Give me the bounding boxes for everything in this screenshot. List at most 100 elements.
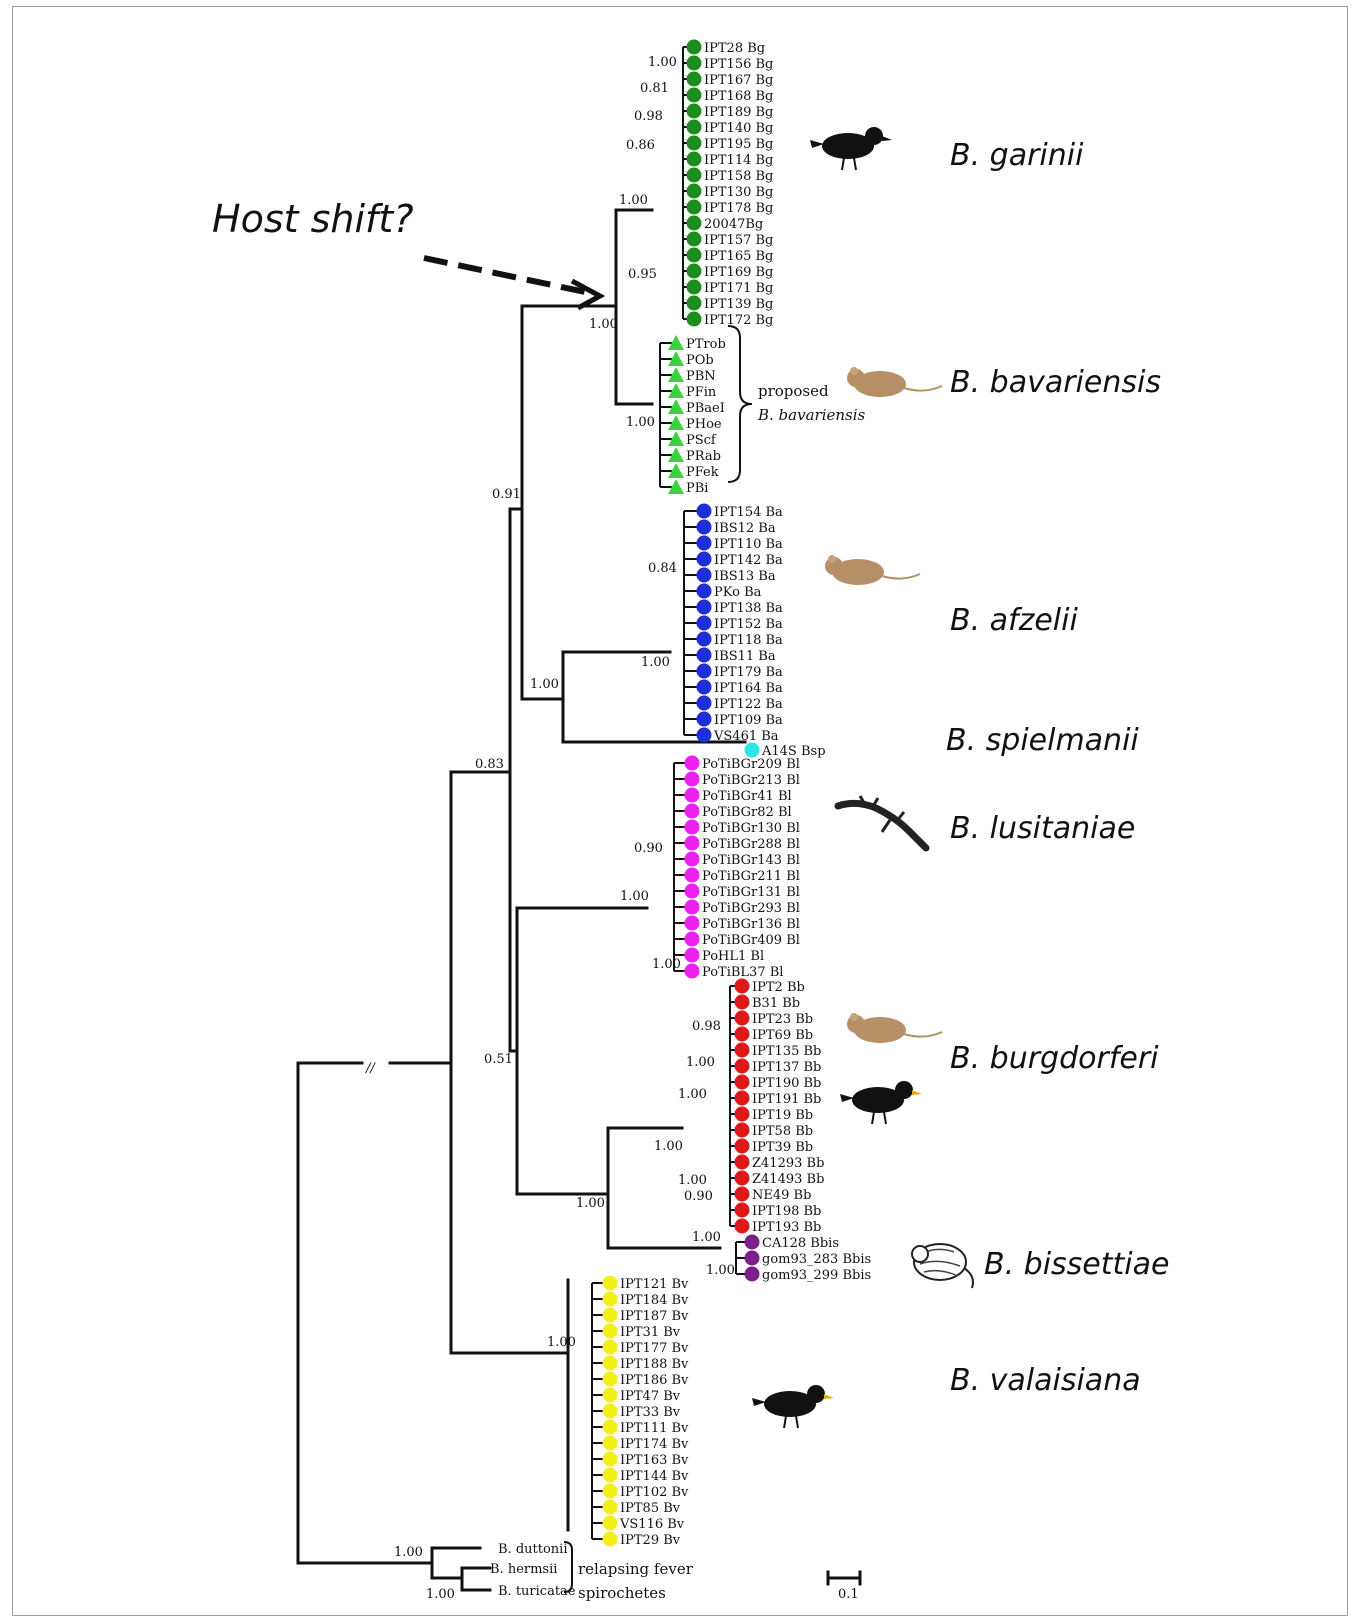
leaf-marker-valaisiana [603, 1468, 618, 1483]
leaf-marker-valaisiana [603, 1436, 618, 1451]
leaf-label: PoTiBGr409 Bl [702, 933, 800, 948]
bird-icon [810, 127, 892, 170]
leaf-label: IPT198 Bb [752, 1204, 821, 1219]
leaf-marker-garinii [687, 56, 702, 71]
leaf-label: IPT135 Bb [752, 1044, 821, 1059]
leaf-label: PFin [686, 385, 717, 400]
support-value: 0.90 [634, 841, 663, 856]
leaf-marker-bissettiae [745, 1235, 760, 1250]
leaf-label: IBS11 Ba [714, 649, 776, 664]
leaf-label: PoTiBGr293 Bl [702, 901, 800, 916]
leaf-marker-bissettiae [745, 1251, 760, 1266]
support-value: 1.00 [648, 55, 677, 70]
leaf-marker-afzelii [697, 584, 712, 599]
leaf-marker-afzelii [697, 696, 712, 711]
leaf-marker-afzelii [697, 568, 712, 583]
support-value: 1.00 [589, 317, 618, 332]
leaf-marker-valaisiana [603, 1372, 618, 1387]
leaf-marker-garinii [687, 104, 702, 119]
support-value: 0.81 [640, 81, 669, 96]
leaf-marker-burgdorferi [735, 995, 750, 1010]
support-value: 1.00 [426, 1587, 455, 1602]
leaf-label: PoTiBGr130 Bl [702, 821, 800, 836]
proposed-name-label: B. bavariensis [757, 406, 866, 424]
mouse-icon [825, 555, 920, 585]
leaf-marker-burgdorferi [735, 1219, 750, 1234]
support-value: 1.00 [530, 677, 559, 692]
leaf-marker-lusitaniae [685, 948, 700, 963]
leaf-marker-afzelii [697, 552, 712, 567]
leaf-label: CA128 Bbis [762, 1236, 839, 1251]
support-value: 0.86 [626, 138, 655, 153]
leaf-marker-lusitaniae [685, 900, 700, 915]
leaf-marker-garinii [687, 136, 702, 151]
leaf-label: IPT186 Bv [620, 1373, 689, 1388]
leaf-marker-garinii [687, 184, 702, 199]
leaf-marker-afzelii [697, 632, 712, 647]
leaf-label: PRab [686, 449, 721, 464]
leaf-label: IPT179 Ba [714, 665, 783, 680]
leaf-label: IPT191 Bb [752, 1092, 821, 1107]
leaf-marker-afzelii [697, 536, 712, 551]
leaf-label: IPT154 Ba [714, 505, 783, 520]
leaf-label: IPT121 Bv [620, 1277, 689, 1292]
leaf-marker-lusitaniae [685, 884, 700, 899]
leaf-marker-spielmanii [745, 743, 760, 758]
leaf-marker-lusitaniae [685, 772, 700, 787]
clade-name-burgdorferi: B. burgdorferi [950, 1041, 1159, 1076]
clade-name-valaisiana: B. valaisiana [950, 1363, 1141, 1398]
leaf-label: PBN [686, 369, 716, 384]
leaf-label: gom93_299 Bbis [762, 1268, 871, 1283]
leaf-label: PBaeI [686, 401, 725, 416]
leaf-label: IPT165 Bg [704, 249, 773, 264]
leaf-marker-burgdorferi [735, 1043, 750, 1058]
clade-name-afzelii: B. afzelii [950, 603, 1078, 638]
support-value: 1.00 [626, 415, 655, 430]
leaf-label: PoTiBGr288 Bl [702, 837, 800, 852]
leaf-label: PoTiBL37 Bl [702, 965, 783, 980]
leaf-marker-afzelii [697, 648, 712, 663]
leaf-label: IPT138 Ba [714, 601, 783, 616]
leaf-marker-valaisiana [603, 1356, 618, 1371]
leaf-label: IPT193 Bb [752, 1220, 821, 1235]
leaf-label: IPT172 Bg [704, 313, 773, 328]
leaf-label: PTrob [686, 337, 726, 352]
leaf-marker-lusitaniae [685, 820, 700, 835]
leaf-label: IPT171 Bg [704, 281, 773, 296]
leaf-marker-burgdorferi [735, 1155, 750, 1170]
leaf-label: IPT139 Bg [704, 297, 773, 312]
scale-bar [828, 1572, 860, 1584]
leaf-label: Z41293 Bb [752, 1156, 824, 1171]
leaf-label: PScf [686, 433, 717, 448]
leaf-marker-afzelii [697, 712, 712, 727]
bavariensis-brace [728, 326, 752, 482]
leaf-label: PoTiBGr209 Bl [702, 757, 800, 772]
leaf-marker-garinii [687, 280, 702, 295]
leaf-label: IPT152 Ba [714, 617, 783, 632]
leaf-marker-garinii [687, 72, 702, 87]
leaf-label: IPT137 Bb [752, 1060, 821, 1075]
host-shift-arrow [424, 258, 590, 293]
mouse-icon [847, 367, 942, 397]
leaf-marker-burgdorferi [735, 979, 750, 994]
support-value: 1.00 [686, 1055, 715, 1070]
leaf-marker-valaisiana [603, 1308, 618, 1323]
leaf-marker-garinii [687, 264, 702, 279]
leaf-marker-garinii [687, 200, 702, 215]
leaf-marker-valaisiana [603, 1452, 618, 1467]
leaf-label: IPT69 Bb [752, 1028, 813, 1043]
leaf-label: B31 Bb [752, 996, 800, 1011]
mouse-icon [847, 1013, 942, 1043]
lizard-icon [838, 796, 926, 848]
leaf-label: IPT111 Bv [620, 1421, 689, 1436]
leaf-marker-afzelii [697, 680, 712, 695]
support-value: 1.00 [678, 1173, 707, 1188]
clade-name-bavariensis: B. bavariensis [950, 365, 1161, 400]
leaf-label: PoHL1 Bl [702, 949, 764, 964]
leaf-label: IPT19 Bb [752, 1108, 813, 1123]
leaf-marker-valaisiana [603, 1500, 618, 1515]
leaf-label: IPT109 Ba [714, 713, 783, 728]
leaf-marker-afzelii [697, 664, 712, 679]
leaf-marker-valaisiana [603, 1532, 618, 1547]
leaf-marker-garinii [687, 88, 702, 103]
